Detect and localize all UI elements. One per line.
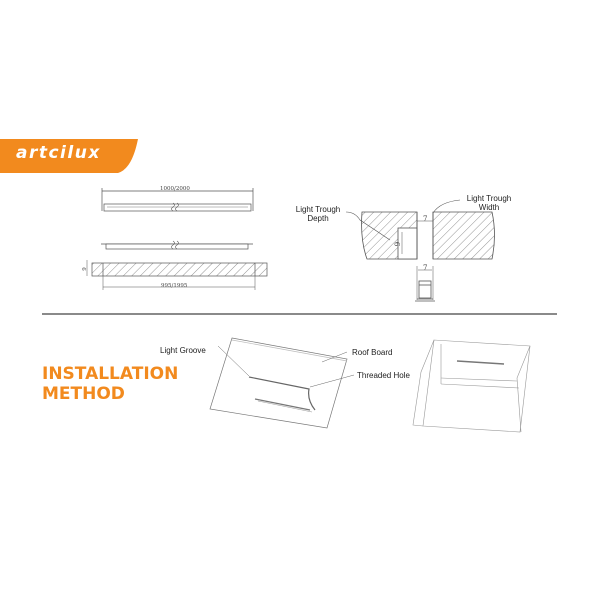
roof-board-drawing — [209, 337, 355, 429]
label-line: Light Trough — [466, 194, 512, 203]
title-line: METHOD — [42, 384, 125, 404]
label-line: Width — [478, 203, 500, 212]
section-divider — [42, 313, 557, 315]
label-threaded-hole: Threaded Hole — [357, 371, 410, 380]
trough-section — [345, 199, 495, 260]
title-line: INSTALLATION — [42, 364, 179, 384]
brand-banner — [0, 139, 138, 173]
profile-base-view — [86, 260, 268, 290]
profile-cross-section — [415, 266, 435, 302]
label-roof-board: Roof Board — [352, 348, 393, 357]
dimension-height: 9 — [81, 267, 88, 271]
dimension-trough-depth: 9 — [394, 241, 403, 247]
dimension-profile-width: 7 — [423, 264, 428, 272]
box-drawing — [412, 339, 531, 433]
profile-flanged-view — [101, 240, 253, 250]
label-line: Depth — [307, 214, 329, 223]
label-light-trough-depth: Light Trough Depth — [288, 205, 348, 223]
installation-method-title: INSTALLATION METHOD — [42, 364, 178, 404]
profile-top-view — [101, 188, 254, 212]
label-light-groove: Light Groove — [160, 346, 206, 355]
label-line: Light Trough — [295, 205, 341, 214]
dimension-trough-width: 7 — [423, 215, 428, 223]
dimension-base-length: 995/1995 — [161, 283, 188, 289]
brand-logo: artcilux — [16, 143, 101, 163]
dimension-total-length: 1000/2000 — [160, 186, 190, 192]
label-light-trough-width: Light Trough Width — [458, 194, 520, 212]
